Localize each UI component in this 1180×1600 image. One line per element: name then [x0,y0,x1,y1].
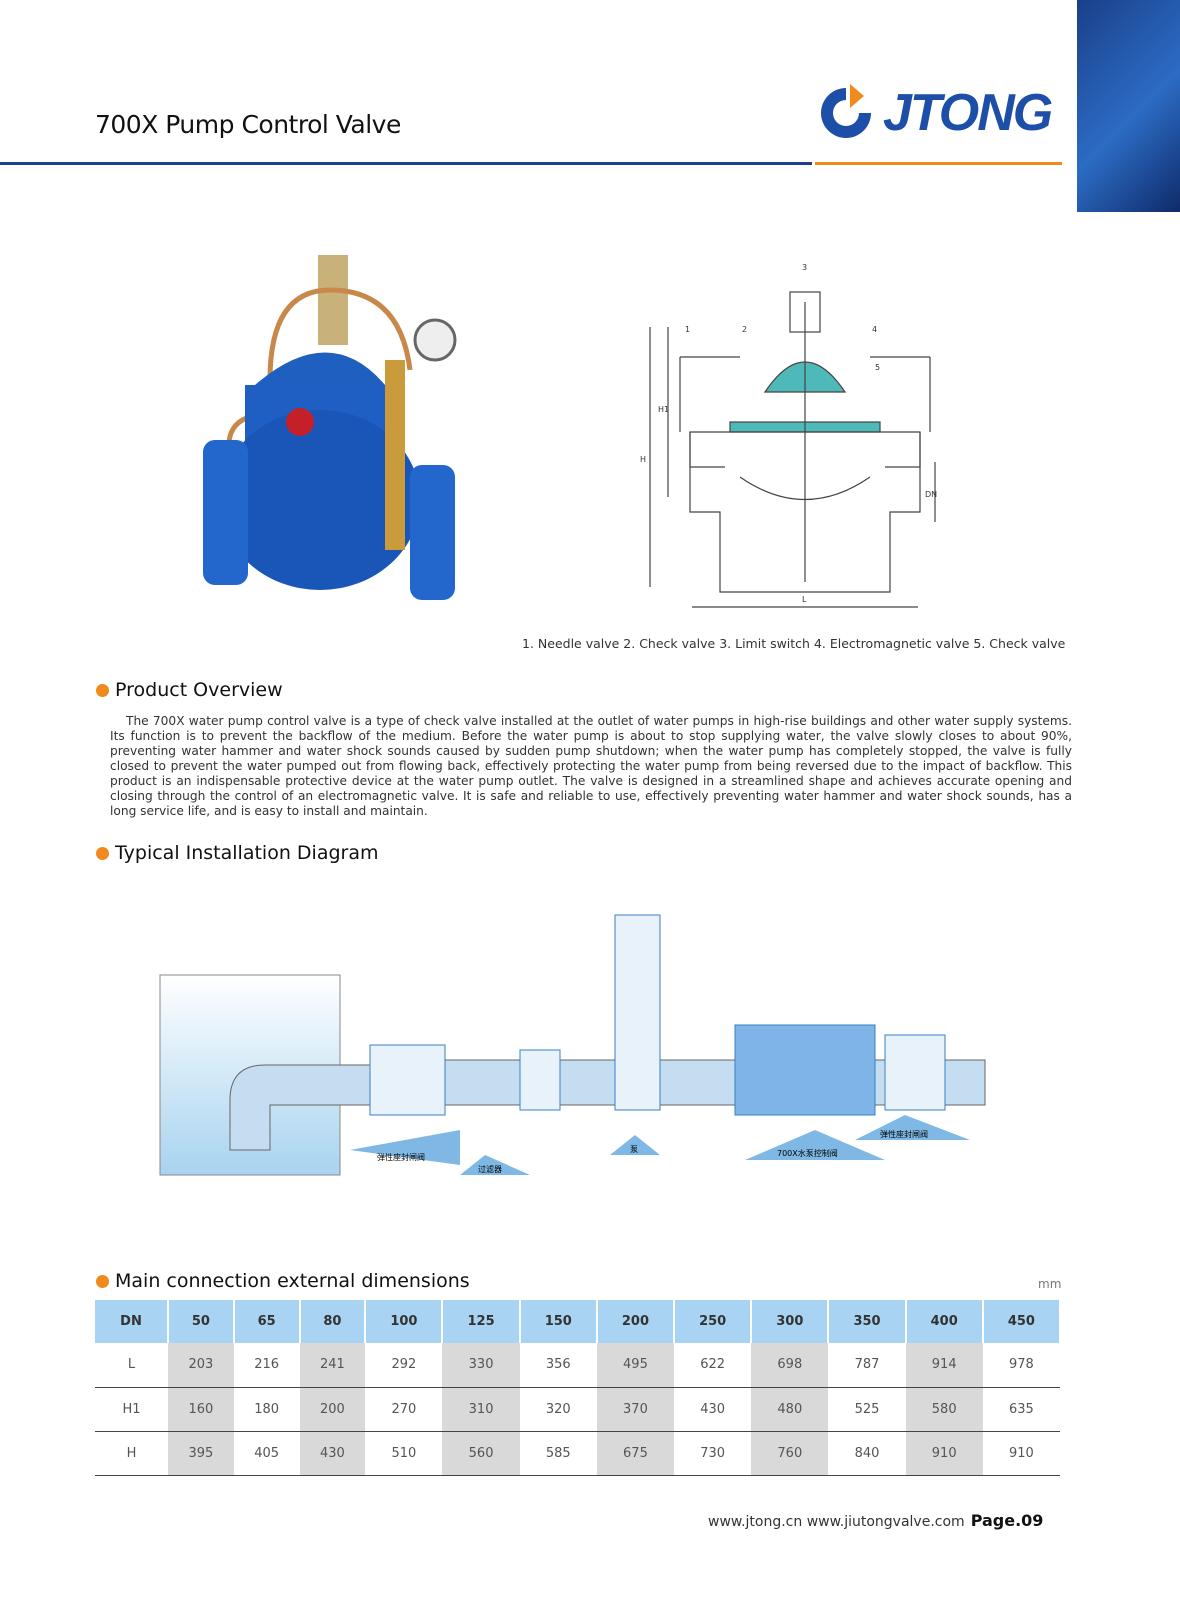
table-cell: 370 [596,1387,675,1432]
brand-name: JTONG [883,84,1053,142]
table-cell: 160 [168,1387,234,1432]
table-cell: H1 [95,1387,168,1432]
table-cell: 698 [751,1343,829,1388]
table-cell: 910 [982,1431,1060,1476]
table-cell: 405 [233,1431,300,1476]
overview-heading-text: Product Overview [115,679,283,701]
label-filter: 过滤器 [478,1164,502,1174]
table-cell: L [95,1343,168,1388]
table-cell: 910 [905,1431,983,1476]
installation-diagram: 弹性座封闸阀 过滤器 泵 700X水泵控制阀 弹性座封闸阀 [159,914,986,1176]
table-cell: 510 [365,1431,443,1476]
page-title: 700X Pump Control Valve [95,110,401,139]
table-cell: 495 [596,1343,675,1388]
overview-paragraph: The 700X water pump control valve is a t… [110,714,1072,818]
column-header: 450 [982,1300,1062,1343]
decorative-corner [1077,0,1180,212]
table-cell: 635 [982,1387,1060,1432]
label-2: 2 [742,325,747,334]
label-control-valve: 700X水泵控制阀 [777,1148,838,1158]
overview-heading: Product Overview [96,679,283,701]
label-dn: DN [925,490,937,499]
table-cell: 200 [299,1387,366,1432]
table-cell: 395 [168,1431,234,1476]
table-cell: 310 [442,1387,520,1432]
column-header: 300 [751,1300,830,1343]
label-l: L [802,595,807,604]
label-4: 4 [872,325,877,334]
footer: www.jtong.cn www.jiutongvalve.com Page.09 [708,1511,1043,1530]
table-cell: H [95,1431,168,1476]
column-header: 50 [168,1300,235,1343]
table-cell: 525 [828,1387,906,1432]
brand-logo: JTONG [815,78,1065,148]
table-cell: 430 [674,1387,752,1432]
table-cell: 730 [674,1431,752,1476]
table-cell: 292 [365,1343,443,1388]
technical-drawing: 3 1 2 4 5 H1 H DN L [640,263,937,608]
column-header: 200 [596,1300,676,1343]
header-divider [0,162,812,165]
install-heading-text: Typical Installation Diagram [115,842,379,864]
table-cell: 580 [905,1387,983,1432]
table-cell: 180 [233,1387,300,1432]
table-cell: 585 [519,1431,597,1476]
column-header: 100 [365,1300,444,1343]
label-5: 5 [875,363,880,372]
logo-swirl-icon [821,84,871,138]
bullet-icon [96,846,109,860]
label-1: 1 [685,325,690,334]
table-cell: 760 [751,1431,829,1476]
unit-label: mm [1038,1277,1062,1291]
column-header: 80 [299,1300,367,1343]
table-cell: 840 [828,1431,906,1476]
footer-websites: www.jtong.cn www.jiutongvalve.com [708,1514,965,1530]
table-cell: 430 [299,1431,366,1476]
column-header: 125 [442,1300,521,1343]
table-cell: 978 [982,1343,1060,1388]
logo-underline [815,162,1062,165]
column-header: 400 [905,1300,984,1343]
column-header: 65 [233,1300,301,1343]
bullet-icon [96,683,109,697]
table-cell: 203 [168,1343,234,1388]
page-number: Page.09 [970,1511,1044,1530]
column-header: 250 [674,1300,753,1343]
table-cell: 330 [442,1343,520,1388]
table-cell: 241 [299,1343,366,1388]
table-cell: 320 [519,1387,597,1432]
table-cell: 787 [828,1343,906,1388]
label-gate-valve-2: 弹性座封闸阀 [880,1129,928,1139]
product-photo [203,255,457,600]
table-cell: 622 [674,1343,752,1388]
dimensions-heading: Main connection external dimensions [96,1270,470,1292]
label-pump: 泵 [630,1145,638,1154]
column-header: 350 [828,1300,907,1343]
dimensions-heading-text: Main connection external dimensions [115,1270,470,1292]
label-3: 3 [802,263,807,272]
label-h: H [640,455,646,464]
drawing-caption: 1. Needle valve 2. Check valve 3. Limit … [522,636,1066,651]
table-cell: 560 [442,1431,520,1476]
table-cell: 270 [365,1387,443,1432]
column-header: 150 [519,1300,598,1343]
install-heading: Typical Installation Diagram [96,842,379,864]
label-gate-valve-1: 弹性座封闸阀 [377,1152,425,1162]
table-cell: 216 [233,1343,300,1388]
table-cell: 675 [596,1431,675,1476]
column-header: DN [95,1300,169,1343]
table-cell: 914 [905,1343,983,1388]
table-cell: 356 [519,1343,597,1388]
table-cell: 480 [751,1387,829,1432]
bullet-icon [96,1274,109,1288]
label-h1: H1 [658,405,669,414]
